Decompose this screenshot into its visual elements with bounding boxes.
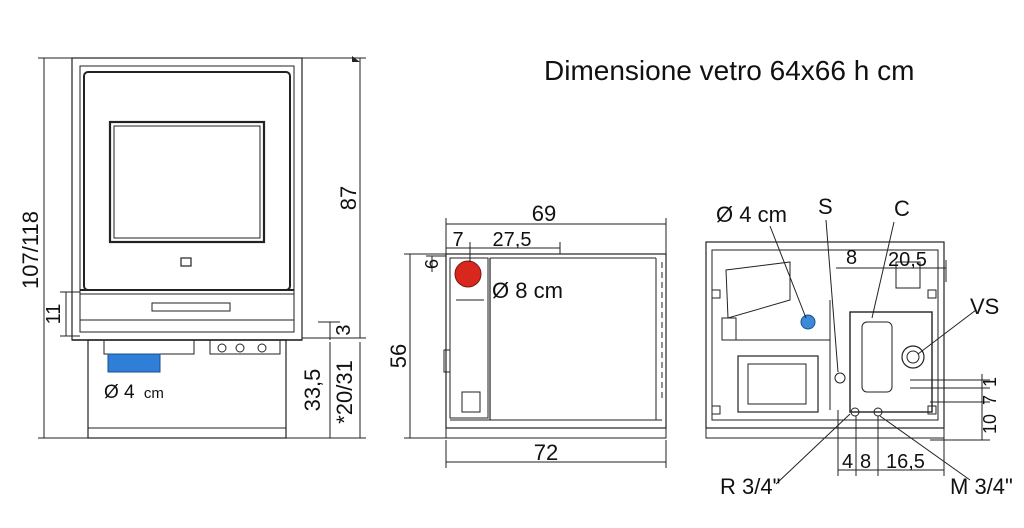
front-pipe-unit: cm — [144, 385, 164, 402]
dim-8-top: 8 — [846, 247, 857, 269]
flue-diameter-label: Ø 8 cm — [492, 278, 563, 303]
dim-offset-b: 27,5 — [493, 229, 532, 251]
dim-lower-height-alt: *20/31 — [332, 360, 357, 424]
front-arrowhead — [352, 56, 360, 62]
dim-depth-top: 69 — [532, 201, 556, 226]
front-dimension-lines — [38, 57, 366, 439]
dim-depth-bottom: 72 — [534, 440, 558, 465]
dim-total-height: 107/118 — [18, 211, 43, 289]
valve-blue — [800, 314, 816, 330]
flue-outlet-red — [454, 260, 482, 288]
dim-7: 7 — [980, 395, 1000, 405]
dim-20-5: 20,5 — [888, 249, 927, 271]
water-pipe-blue — [107, 353, 161, 373]
front-pipe-diameter: Ø 4 — [104, 382, 135, 403]
dim-base-height: 11 — [43, 304, 65, 325]
glass-dimension-title: Dimensione vetro 64x66 h cm — [544, 55, 914, 86]
label-vs: VS — [970, 294, 999, 319]
label-c: C — [894, 196, 910, 221]
rear-view — [705, 241, 945, 439]
label-s: S — [818, 194, 833, 219]
dim-16-5: 16,5 — [886, 451, 925, 473]
side-dimension-lines — [404, 218, 667, 468]
dim-1: 1 — [980, 377, 1000, 387]
dim-body-height: 87 — [336, 186, 361, 210]
front-pipe-label: Ø 4 cm — [104, 382, 164, 403]
label-r-connection: R 3/4" — [720, 474, 780, 499]
dim-4: 4 — [842, 451, 853, 473]
rear-dimension-lines — [769, 219, 990, 485]
side-view — [443, 253, 667, 439]
dim-side-height: 56 — [386, 344, 411, 368]
front-view — [71, 57, 303, 439]
dim-10: 10 — [980, 414, 1000, 434]
dim-8-bottom: 8 — [860, 451, 871, 473]
label-m-connection: M 3/4" — [950, 474, 1013, 499]
dim-offset-a: 7 — [452, 229, 463, 251]
dim-offset-top: 6 — [422, 259, 442, 269]
dim-lower-height: 33,5 — [300, 369, 325, 412]
rear-pipe-label: Ø 4 cm — [716, 202, 787, 227]
dim-offset-small: 3 — [333, 324, 355, 335]
